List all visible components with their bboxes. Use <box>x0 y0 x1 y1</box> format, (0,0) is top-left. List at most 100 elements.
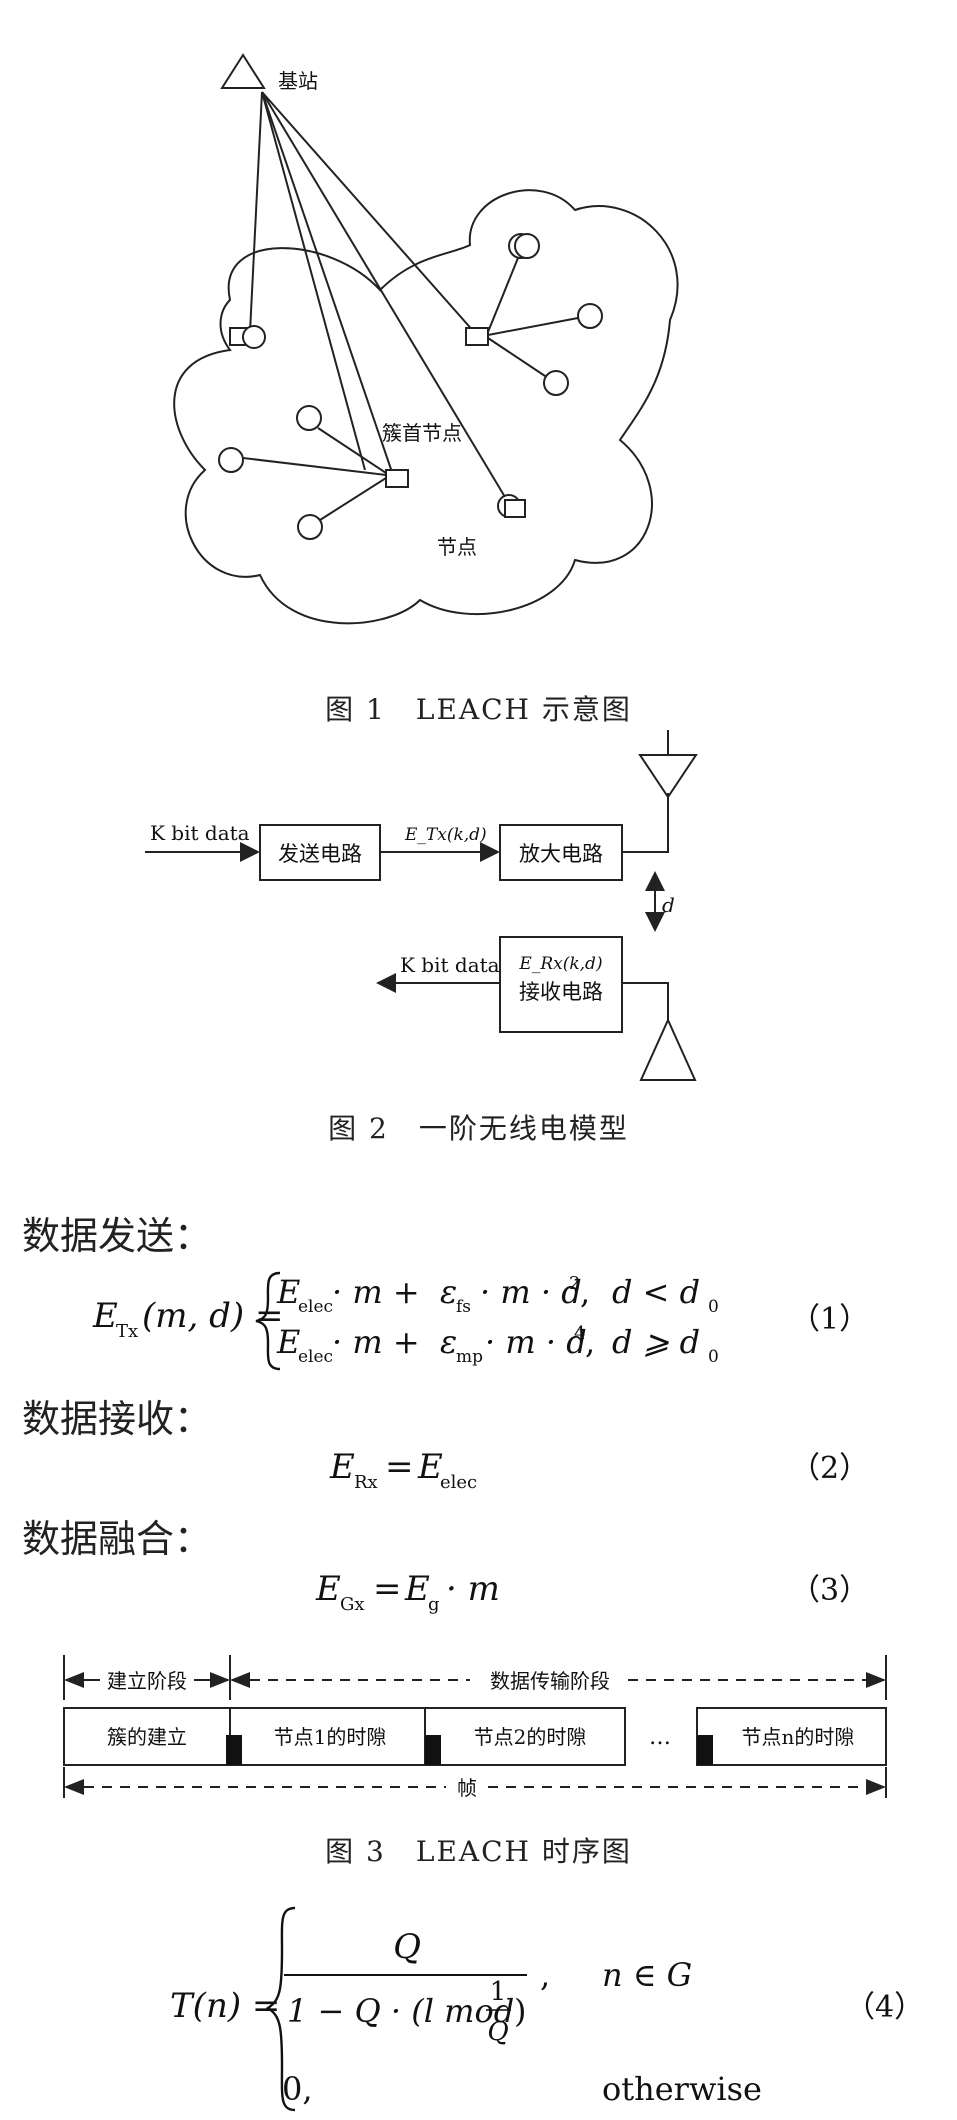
amp-circuit-box <box>499 824 623 881</box>
slotn-block <box>696 1707 887 1766</box>
eq4-cond1: n ∈ G <box>602 1956 692 1994</box>
transfer-phase-label: 数据传输阶段 <box>490 1669 610 1693</box>
recv-circuit-box <box>499 936 623 1033</box>
equation-2: E Rx = E elec （2） <box>329 1447 869 1493</box>
slot-ellipsis: … <box>649 1725 671 1750</box>
tx-antenna-icon <box>638 754 698 799</box>
cluster-head-label: 簇首节点 <box>382 421 462 445</box>
eq1-r1-pow: 2 <box>569 1273 580 1294</box>
node-icon <box>242 325 266 349</box>
send-circuit-box <box>259 824 381 881</box>
node-icon <box>296 405 322 431</box>
slot1-marker <box>226 1735 242 1765</box>
eq3-lhs-sub: Gx <box>340 1594 365 1615</box>
cluster-links-left <box>242 427 387 521</box>
distance-label: d <box>662 893 675 917</box>
figure2-caption: 图 2 一阶无线电模型 <box>328 1112 629 1145</box>
cloud-outline <box>173 189 679 625</box>
eq1-r1-m: · m + <box>332 1273 420 1311</box>
output-data-label: K bit data <box>400 953 500 977</box>
eq1-r2-cond-sub: 0 <box>708 1347 719 1367</box>
equation-1: E Tx (m, d) = E elec · m + ε fs · m · d … <box>92 1271 869 1371</box>
eq1-r1-tail: · m · d <box>480 1273 582 1311</box>
equation-3: E Gx = E g · m （3） <box>315 1569 869 1615</box>
node-icon <box>543 370 569 396</box>
eq4-inner-den: Q <box>487 2017 508 2047</box>
equation-4: T(n) = Q 1 − Q · (l mod 1 Q ) , n ∈ G 0,… <box>170 1906 924 2112</box>
eq1-r1-eps-sub: fs <box>456 1297 471 1317</box>
eq3-eq: = <box>373 1569 402 1609</box>
eq2-rhs-sub: elec <box>440 1472 477 1493</box>
eq4-numerator: Q <box>393 1927 421 1967</box>
setup-phase-label: 建立阶段 <box>107 1669 187 1693</box>
slot2-label: 节点2的时隙 <box>474 1725 587 1749</box>
node-icon <box>218 447 244 473</box>
slot2-marker <box>425 1735 441 1765</box>
eq1-r1-eps: ε <box>440 1273 457 1311</box>
eq4-denom-right: ) <box>514 1992 526 2030</box>
eq1-r2-e: E <box>276 1323 300 1361</box>
eq1-r1-e: E <box>276 1273 300 1311</box>
eq1-number: （1） <box>790 1302 869 1337</box>
figure1-leach-diagram: 基站 簇首节点 节点 <box>173 53 679 625</box>
recv-circuit-label: 接收电路 <box>519 980 603 1004</box>
base-station-label: 基站 <box>278 69 318 93</box>
eq1-r2-cond: d ⩾ d <box>612 1323 700 1361</box>
figure3-timing-diagram: 建立阶段 数据传输阶段 簇的建立 节点1的时隙 节点2的时隙 … 节点n的时隙 … <box>63 1655 887 1800</box>
slot1-label: 节点1的时隙 <box>274 1725 387 1749</box>
node-icon <box>577 303 603 329</box>
eq1-r1-e-sub: elec <box>298 1297 333 1317</box>
eq3-lhs: E <box>315 1569 341 1609</box>
slotn-marker <box>697 1735 713 1765</box>
eq4-comma: , <box>540 1956 550 1994</box>
eq2-rhs: E <box>417 1447 443 1487</box>
eq1-r2-e-sub: elec <box>298 1347 333 1367</box>
eq4-brace <box>265 1906 296 2112</box>
cluster-head-right <box>465 327 489 346</box>
figure3-caption: 图 3 LEACH 时序图 <box>325 1835 632 1868</box>
eq1-lhs-args: (m, d) = <box>142 1296 283 1336</box>
send-circuit-label: 发送电路 <box>278 842 362 866</box>
rx-antenna-icon <box>639 1017 697 1081</box>
eq4-row2-value: 0, <box>282 2070 313 2108</box>
input-data-label: K bit data <box>150 821 250 845</box>
cluster-head-single <box>504 499 526 518</box>
eq4-number: （4） <box>845 1990 924 2025</box>
node-icon <box>297 514 323 540</box>
eq1-r2-eps-sub: mp <box>456 1347 483 1367</box>
eq2-number: （2） <box>790 1451 869 1486</box>
section-data-receive: 数据接收： <box>22 1397 213 1441</box>
base-station-links <box>249 91 509 503</box>
eq1-r1-comma: , <box>580 1273 590 1311</box>
cluster-head-left <box>385 469 409 488</box>
eq4-inner-num: 1 <box>490 1977 507 2007</box>
etx-label: E_Tx(k,d) <box>404 825 487 845</box>
eq2-lhs-sub: Rx <box>354 1472 378 1493</box>
section-data-send: 数据发送： <box>22 1214 213 1258</box>
eq1-r1-cond-sub: 0 <box>708 1297 719 1317</box>
eq3-number: （3） <box>790 1573 869 1608</box>
eq1-r2-eps: ε <box>440 1323 457 1361</box>
erx-label: E_Rx(k,d) <box>518 954 602 974</box>
eq1-lhs-sym: E <box>92 1296 118 1336</box>
eq1-brace <box>255 1271 281 1371</box>
slotn-label: 节点n的时隙 <box>742 1725 855 1749</box>
eq2-lhs: E <box>329 1447 355 1487</box>
frame-label: 帧 <box>457 1776 477 1800</box>
cluster-build-label: 簇的建立 <box>107 1725 187 1749</box>
cluster-build-block <box>63 1707 231 1766</box>
eq3-rhs-sub: g <box>428 1594 440 1615</box>
eq4-lhs: T(n) = <box>170 1986 280 2026</box>
cluster-links-right <box>487 252 579 379</box>
section-data-fusion: 数据融合： <box>22 1517 213 1561</box>
eq4-denom-left: 1 − Q · (l mod <box>287 1992 514 2030</box>
eq3-rhs-tail: · m <box>446 1569 500 1609</box>
eq1-r2-m: · m + <box>332 1323 420 1361</box>
eq3-rhs: E <box>404 1569 430 1609</box>
eq1-lhs-sub: Tx <box>116 1321 138 1342</box>
eq2-eq: = <box>385 1447 414 1487</box>
figure1-caption: 图 1 LEACH 示意图 <box>325 693 632 726</box>
eq1-r1-cond: d < d <box>612 1273 700 1311</box>
eq1-r2-comma: , <box>585 1323 595 1361</box>
base-station-icon <box>220 53 266 89</box>
